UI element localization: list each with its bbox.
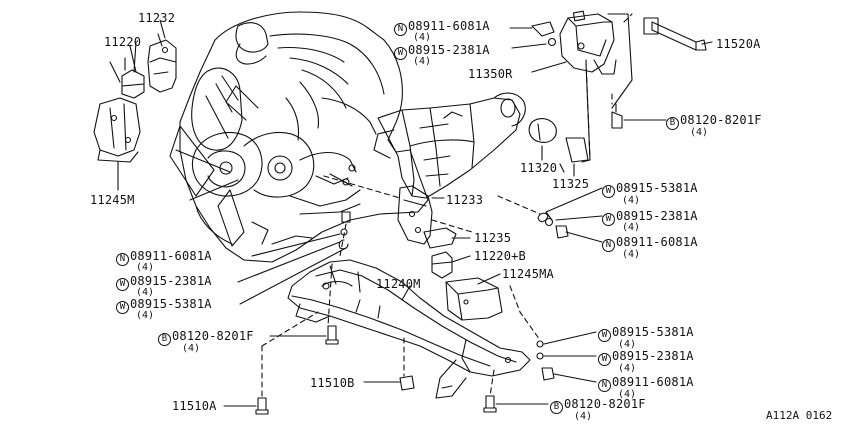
quantity: (4)	[574, 411, 593, 422]
crossmember	[287, 259, 531, 399]
rear-mount-group	[528, 10, 707, 173]
part-label-11510a: 11510A	[172, 399, 217, 413]
quantity: (4)	[618, 339, 637, 350]
part-label-11350r: 11350R	[468, 67, 513, 81]
part-label-11235: 11235	[474, 231, 512, 245]
quantity: (4)	[413, 32, 432, 43]
lower-hardware	[255, 325, 555, 415]
part-label-11325: 11325	[552, 177, 590, 191]
quantity: (4)	[622, 195, 641, 206]
engine-assembly	[169, 11, 429, 263]
middle-mount-group	[338, 185, 569, 321]
quantity: (4)	[136, 262, 155, 273]
leader-lines	[117, 19, 713, 407]
part-label-11220: 11220	[104, 35, 142, 49]
quantity: (4)	[690, 127, 709, 138]
quantity: (4)	[618, 363, 637, 374]
quantity: (4)	[136, 310, 155, 321]
left-mount-group	[93, 33, 177, 163]
quantity: (4)	[622, 222, 641, 233]
part-label-11320: 11320	[520, 161, 558, 175]
part-label-11245m: 11245M	[90, 193, 135, 207]
quantity: (4)	[413, 56, 432, 67]
part-label-11510b: 11510B	[310, 376, 355, 390]
transmission	[373, 92, 526, 199]
quantity: (4)	[136, 287, 155, 298]
part-label-11233: 11233	[446, 193, 484, 207]
quantity: (4)	[182, 343, 201, 354]
part-label-11245ma: 11245MA	[502, 267, 554, 281]
part-label-11232: 11232	[138, 11, 176, 25]
part-label-11520a: 11520A	[716, 37, 761, 51]
drawing-reference: A112A 0162	[766, 409, 833, 422]
quantity: (4)	[618, 389, 637, 400]
part-label-11240m: 11240M	[376, 277, 421, 291]
quantity: (4)	[622, 249, 641, 260]
part-label-11220b: 11220+B	[474, 249, 526, 263]
